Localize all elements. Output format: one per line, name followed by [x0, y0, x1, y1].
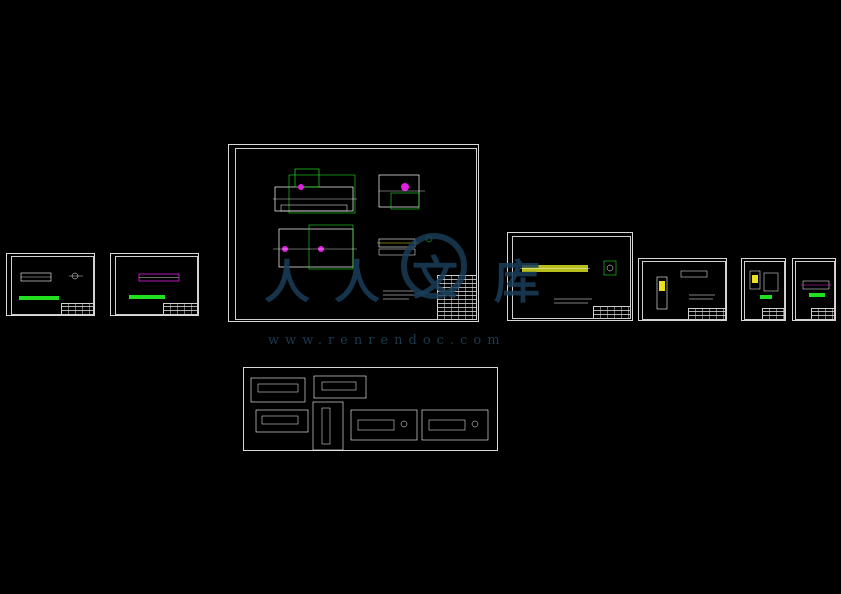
drawing-sheet-main[interactable] — [228, 144, 479, 322]
component-views — [250, 375, 489, 451]
watermark-char-1: 人 — [264, 255, 310, 309]
part-view — [19, 272, 83, 300]
drawing-sheet-5[interactable] — [638, 258, 727, 321]
part-view — [656, 270, 715, 310]
drawing-sheet-1[interactable] — [6, 253, 95, 316]
drawing-sheet-2[interactable] — [110, 253, 199, 316]
drawing-sheet-bottom[interactable] — [243, 367, 498, 451]
sheet-frame — [512, 236, 631, 319]
title-block — [762, 308, 785, 320]
watermark-logo: 人 人 文 库 — [262, 222, 562, 332]
drawing-sheet-6[interactable] — [741, 258, 786, 321]
part-view — [749, 270, 779, 299]
watermark-swoosh-icon — [401, 233, 467, 299]
watermark-char-4: 库 — [494, 255, 540, 309]
part-view — [801, 280, 831, 297]
title-block — [163, 303, 198, 315]
watermark-char-2: 人 — [334, 255, 380, 309]
sheet-frame — [235, 148, 477, 320]
assembly-views — [273, 168, 433, 300]
part-view — [520, 260, 617, 304]
part-view — [129, 273, 180, 299]
drawing-sheet-7[interactable] — [792, 258, 836, 321]
title-block — [593, 306, 631, 319]
drawing-sheet-4[interactable] — [507, 232, 633, 321]
title-block — [811, 308, 835, 320]
title-block — [688, 308, 726, 320]
watermark-char-3: 文 — [412, 251, 458, 305]
title-block — [61, 303, 94, 315]
sheet-frame — [642, 261, 726, 320]
watermark-url: www.renrendoc.com — [268, 333, 506, 348]
sheet-frame — [11, 256, 94, 315]
sheet-frame — [115, 256, 198, 315]
